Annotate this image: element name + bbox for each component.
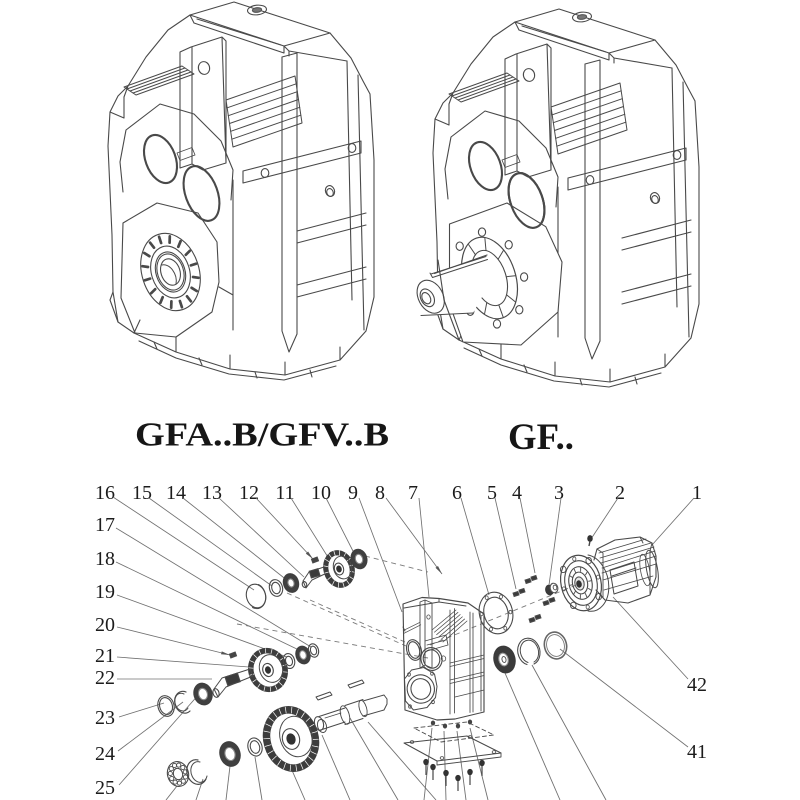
svg-text:4: 4 (512, 482, 522, 504)
svg-text:7: 7 (408, 482, 418, 504)
svg-text:1: 1 (692, 482, 702, 504)
svg-text:10: 10 (311, 482, 331, 504)
svg-text:15: 15 (132, 482, 152, 504)
svg-text:18: 18 (95, 548, 115, 570)
svg-text:21: 21 (95, 645, 115, 667)
svg-text:9: 9 (348, 482, 358, 504)
svg-text:GF..: GF.. (508, 416, 574, 457)
svg-text:24: 24 (95, 743, 115, 765)
svg-text:22: 22 (95, 667, 115, 689)
svg-text:16: 16 (95, 482, 115, 504)
svg-text:14: 14 (166, 482, 186, 504)
svg-text:GFA..B/GFV..B: GFA..B/GFV..B (135, 417, 389, 454)
svg-text:25: 25 (95, 777, 115, 799)
svg-text:17: 17 (95, 514, 115, 536)
svg-text:41: 41 (687, 741, 707, 763)
svg-text:20: 20 (95, 614, 115, 636)
svg-text:5: 5 (487, 482, 497, 504)
svg-text:3: 3 (554, 482, 564, 504)
svg-text:11: 11 (275, 482, 294, 504)
svg-text:12: 12 (239, 482, 259, 504)
svg-text:8: 8 (375, 482, 385, 504)
svg-text:42: 42 (687, 674, 707, 696)
svg-text:19: 19 (95, 581, 115, 603)
svg-text:6: 6 (452, 482, 462, 504)
svg-text:23: 23 (95, 707, 115, 729)
svg-text:13: 13 (202, 482, 222, 504)
svg-text:2: 2 (615, 482, 625, 504)
